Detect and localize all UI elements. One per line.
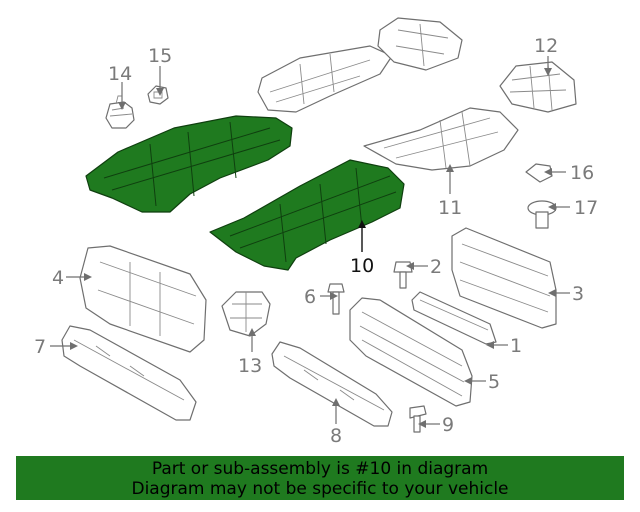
part-10-shield-rear[interactable] bbox=[209, 159, 405, 271]
part-13-bracket[interactable] bbox=[221, 291, 271, 337]
callout-1: 1 bbox=[510, 335, 522, 357]
callout-3: 3 bbox=[572, 283, 584, 305]
part-5-grille[interactable] bbox=[349, 297, 473, 407]
part-4-duct[interactable] bbox=[79, 245, 207, 353]
callout-2: 2 bbox=[430, 256, 442, 278]
part-10-shield-front[interactable] bbox=[85, 115, 293, 213]
part-15-nut[interactable] bbox=[147, 85, 169, 105]
callout-14: 14 bbox=[108, 63, 132, 85]
callout-15: 15 bbox=[148, 45, 172, 67]
callout-8: 8 bbox=[330, 425, 342, 447]
callout-6: 6 bbox=[304, 286, 316, 308]
part-1-strip[interactable] bbox=[411, 291, 497, 345]
info-banner: Part or sub-assembly is #10 in diagram D… bbox=[16, 456, 624, 500]
callout-9: 9 bbox=[442, 414, 454, 436]
callout-5: 5 bbox=[488, 371, 500, 393]
callout-12: 12 bbox=[534, 35, 558, 57]
upper-shield-a[interactable] bbox=[257, 45, 393, 113]
part-7-bracket[interactable] bbox=[61, 325, 197, 421]
banner-line-2: Diagram may not be specific to your vehi… bbox=[131, 479, 509, 499]
part-12-bracket[interactable] bbox=[499, 61, 577, 113]
callout-17: 17 bbox=[574, 197, 598, 219]
callout-13: 13 bbox=[238, 355, 262, 377]
callout-11: 11 bbox=[438, 197, 462, 219]
part-6-bolt[interactable] bbox=[327, 283, 345, 315]
part-14-clip[interactable] bbox=[105, 95, 135, 129]
part-9-bolt[interactable] bbox=[409, 405, 427, 433]
part-2-bolt[interactable] bbox=[393, 261, 413, 289]
parts-diagram: 1 2 3 4 5 6 7 8 9 10 11 12 13 14 15 16 1… bbox=[34, 17, 598, 447]
callout-10: 10 bbox=[350, 255, 374, 277]
part-8-bracket[interactable] bbox=[271, 341, 393, 427]
part-17-grommet[interactable] bbox=[527, 200, 557, 229]
part-11-shield[interactable] bbox=[363, 107, 519, 171]
part-3-grille[interactable] bbox=[451, 227, 557, 329]
callout-16: 16 bbox=[570, 162, 594, 184]
upper-shield-b[interactable] bbox=[377, 17, 463, 71]
banner-line-1: Part or sub-assembly is #10 in diagram bbox=[151, 459, 489, 479]
callout-4: 4 bbox=[52, 267, 64, 289]
callout-7: 7 bbox=[34, 336, 46, 358]
